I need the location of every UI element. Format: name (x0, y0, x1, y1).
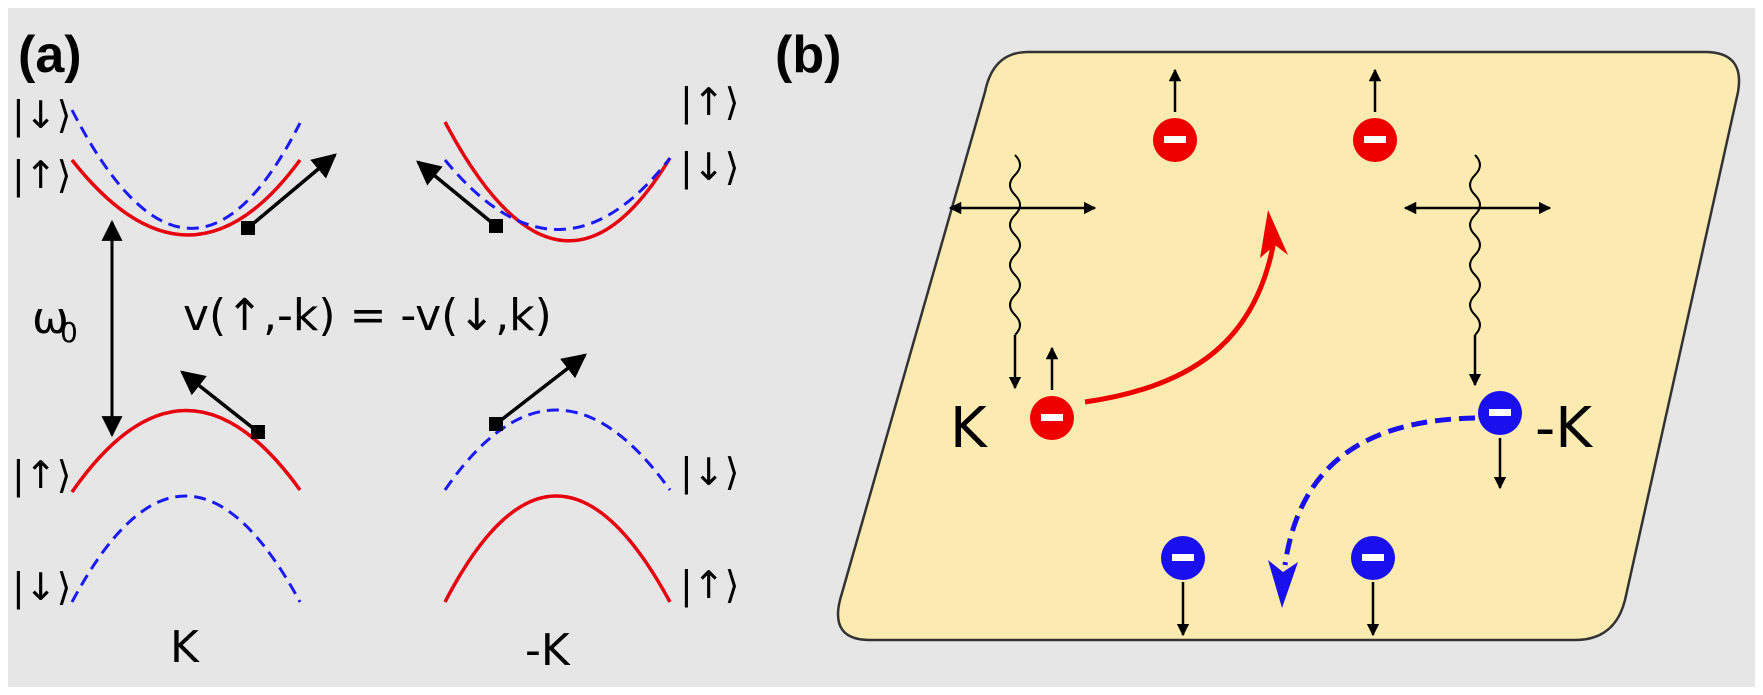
blue-electron-bottom-right (1351, 536, 1395, 637)
red-electron-top-left (1153, 68, 1197, 162)
blue-electron-bottom-left (1161, 536, 1205, 637)
ket-k-bot-outer: |↓⟩ (12, 565, 71, 610)
minus-k-conduction-velocity-arrow (416, 160, 503, 233)
velocity-relation: v(↑,-k) = -v(↓,k) (183, 290, 552, 341)
gap-omega-symbol: ω (32, 293, 69, 344)
panel-a-label: (a) (18, 26, 82, 84)
valley-minus-k-label: -K (525, 625, 571, 676)
photon-wave-k (1009, 154, 1021, 336)
red-deflection-arrowhead (1260, 210, 1288, 258)
minus-k-valence-spin-up-band (443, 494, 672, 603)
panel-b: (b) K (775, 26, 1741, 642)
ket-minus-k-bot-inner: |↓⟩ (680, 450, 739, 495)
blue-deflection-arrowhead (1268, 560, 1298, 608)
ket-k-top-inner: |↑⟩ (12, 153, 71, 198)
ket-minus-k-bot-outer: |↑⟩ (680, 563, 739, 608)
valley-k-label: K (170, 622, 200, 673)
blue-electron-minus-k (1478, 391, 1522, 490)
red-electron-top-right (1353, 68, 1397, 162)
minus-k-valence-velocity-arrow (489, 353, 587, 431)
blue-deflection-arrow (1282, 415, 1476, 566)
ket-minus-k-top-inner: |↓⟩ (680, 145, 739, 190)
photon-wave-minus-k (1469, 154, 1481, 336)
valley-minus-k-label-b: -K (1535, 396, 1593, 461)
gap-omega-subscript: 0 (60, 316, 78, 349)
sample-sheet (836, 50, 1741, 642)
k-valence-velocity-arrow (180, 370, 265, 439)
red-electron-k (1030, 346, 1074, 440)
k-valence-spin-down-band (70, 494, 302, 603)
red-deflection-arrow (1084, 234, 1278, 405)
k-conduction-velocity-arrow (241, 153, 337, 235)
panel-a: (a) ω 0 v(↑,-k) = -v(↓,k) |↓⟩ |↑⟩ |↑⟩ |↓… (12, 26, 739, 676)
panel-b-label: (b) (775, 26, 841, 84)
ket-k-top-outer: |↓⟩ (12, 93, 71, 138)
valley-k-label-b: K (950, 396, 988, 461)
ket-k-bot-inner: |↑⟩ (12, 453, 71, 498)
ket-minus-k-top-outer: |↑⟩ (680, 80, 739, 125)
